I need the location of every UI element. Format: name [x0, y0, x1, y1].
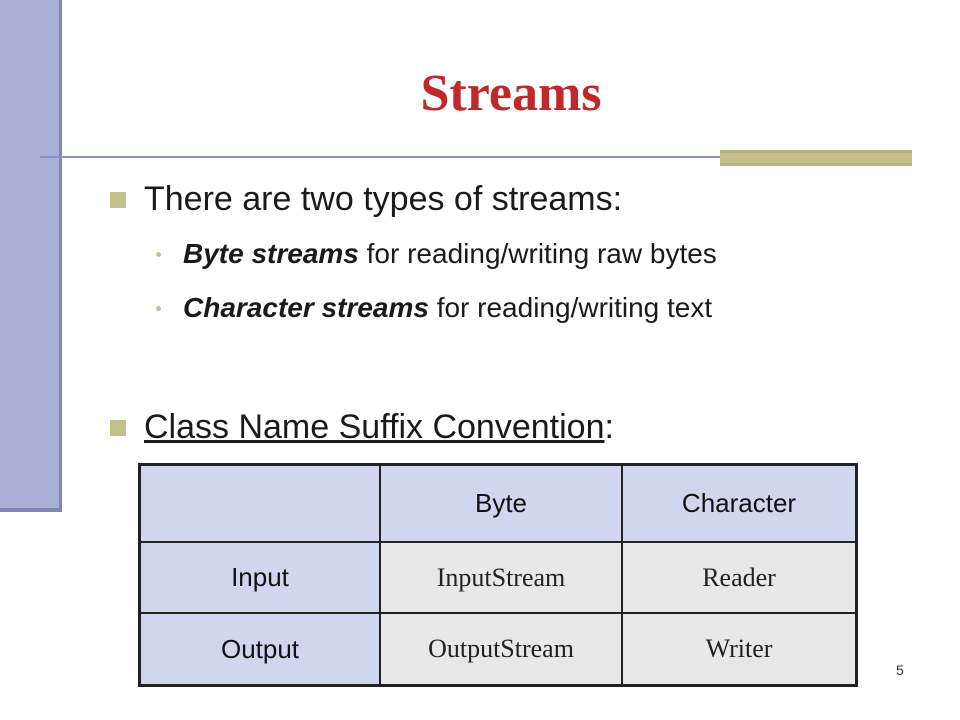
bullet-suffix: :	[604, 408, 614, 446]
header-character: Character	[621, 463, 858, 543]
bullet-stream-types: There are two types of streams:	[110, 180, 622, 219]
subbullet-term: Byte streams	[183, 238, 359, 269]
suffix-convention-table: Byte Character Input InputStream Reader …	[138, 463, 858, 687]
dot-bullet-icon	[156, 305, 161, 311]
header-empty-cell	[138, 463, 381, 543]
subbullet-text: for reading/writing raw bytes	[358, 238, 717, 269]
subbullet-character-streams: Character streams for reading/writing te…	[156, 292, 712, 324]
table-row: Output OutputStream Writer	[138, 612, 858, 687]
bullet-text: There are two types of streams:	[144, 180, 623, 218]
cell-output-byte: OutputStream	[379, 612, 623, 687]
row-label-input: Input	[138, 540, 381, 615]
square-bullet-icon	[110, 419, 126, 436]
row-label-output: Output	[138, 612, 381, 687]
title-underline	[40, 156, 722, 158]
bullet-suffix-convention: Class Name Suffix Convention:	[110, 408, 614, 447]
subbullet-term: Character streams	[183, 292, 429, 323]
dot-bullet-icon	[156, 251, 161, 257]
cell-input-byte: InputStream	[379, 540, 623, 615]
bullet-text: Class Name Suffix Convention	[144, 408, 605, 446]
subbullet-text: for reading/writing text	[428, 292, 713, 323]
cell-output-character: Writer	[621, 612, 858, 687]
title-accent-bar	[720, 150, 912, 166]
table-row: Input InputStream Reader	[138, 540, 858, 615]
subbullet-byte-streams: Byte streams for reading/writing raw byt…	[156, 238, 717, 270]
left-decorative-bar	[0, 0, 62, 512]
header-byte: Byte	[379, 463, 623, 543]
slide-title: Streams	[420, 65, 602, 122]
square-bullet-icon	[110, 191, 126, 208]
table-header-row: Byte Character	[138, 463, 858, 543]
cell-input-character: Reader	[621, 540, 858, 615]
page-number: 5	[896, 662, 904, 678]
